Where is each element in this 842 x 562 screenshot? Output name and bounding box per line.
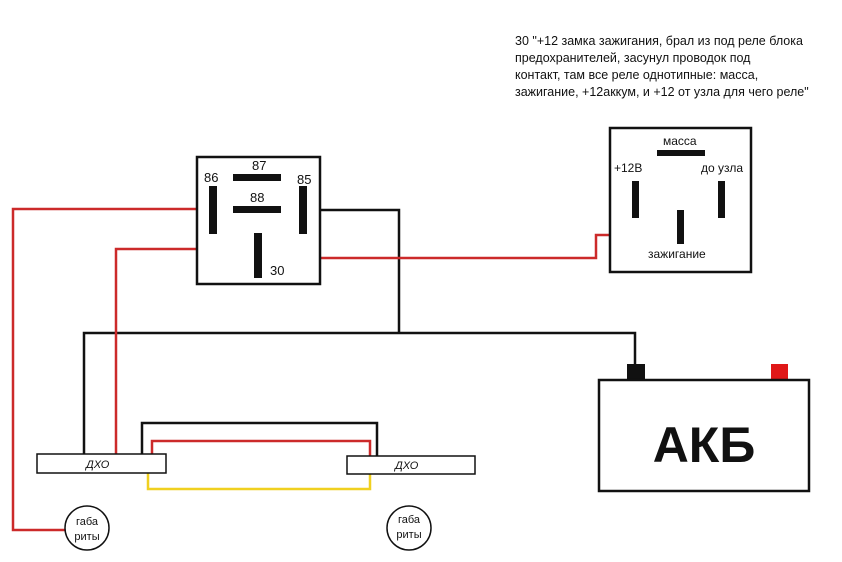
pin-30-note: 30 "+12 замка зажигания, брал из под рел… — [515, 33, 835, 101]
yellow-wires — [146, 473, 372, 491]
lamp-right-label-2: риты — [396, 529, 421, 541]
drl-right: ДХО — [346, 455, 476, 475]
red-wires — [11, 207, 678, 532]
drl-right-body — [346, 455, 476, 475]
battery-label: АКБ — [653, 417, 756, 473]
relay-label-88: 88 — [250, 190, 264, 205]
relay-pin-87 — [233, 174, 281, 181]
lamp-left-label-2: риты — [74, 531, 99, 543]
lamp-left-label-1: габа — [76, 516, 99, 528]
relay-label-86: 86 — [204, 170, 218, 185]
lamp-right-label-1: габа — [398, 514, 421, 526]
relay-socket: масса +12В до узла зажигание — [608, 126, 753, 274]
lamp-left: габа риты — [64, 505, 110, 551]
wire-drl-yellow-bridge — [146, 473, 372, 491]
socket-pin-ignition — [677, 210, 684, 244]
lamp-right-body — [386, 505, 432, 551]
wire-drl-red-bridge — [150, 439, 372, 462]
lamp-right: габа риты — [386, 505, 432, 551]
battery-terminal-negative — [627, 364, 645, 380]
relay-label-87: 87 — [252, 158, 266, 173]
relay: 87 88 86 85 30 — [195, 155, 322, 286]
drl-right-label: ДХО — [393, 460, 419, 472]
socket-pin-plus12 — [632, 181, 639, 218]
relay-pin-88 — [233, 206, 281, 213]
socket-label-mass: масса — [663, 134, 697, 148]
note-line-4: зажигание, +12аккум, и +12 от узла для ч… — [515, 85, 809, 99]
socket-pin-to-node — [718, 181, 725, 218]
note-line-1: 30 "+12 замка зажигания, брал из под рел… — [515, 34, 803, 48]
drl-left-body — [36, 453, 167, 474]
note-line-2: предохранителей, засунул проводок под — [515, 51, 751, 65]
drl-left-label: ДХО — [84, 459, 110, 471]
wire-ground-bus — [82, 331, 637, 454]
relay-pin-86 — [209, 186, 217, 234]
note-line-3: контакт, там все реле однотипные: масса, — [515, 68, 759, 82]
relay-pin-85 — [299, 186, 307, 234]
relay-pin-30 — [254, 233, 262, 278]
relay-label-30: 30 — [270, 263, 284, 278]
battery-terminal-positive — [771, 364, 788, 380]
drl-left: ДХО — [36, 453, 167, 474]
battery: АКБ — [597, 364, 811, 493]
lamp-left-body — [64, 505, 110, 551]
socket-label-plus12: +12В — [614, 161, 642, 175]
battery-body — [597, 378, 811, 493]
black-wires — [82, 208, 637, 457]
wire-drl-bridge — [140, 421, 379, 457]
relay-label-85: 85 — [297, 172, 311, 187]
socket-label-ignition: зажигание — [648, 247, 706, 261]
wire-85-to-bus — [304, 208, 401, 333]
socket-label-to-node: до узла — [701, 161, 743, 175]
wire-86-to-left-lamp — [11, 207, 213, 532]
socket-pin-mass — [657, 150, 705, 156]
